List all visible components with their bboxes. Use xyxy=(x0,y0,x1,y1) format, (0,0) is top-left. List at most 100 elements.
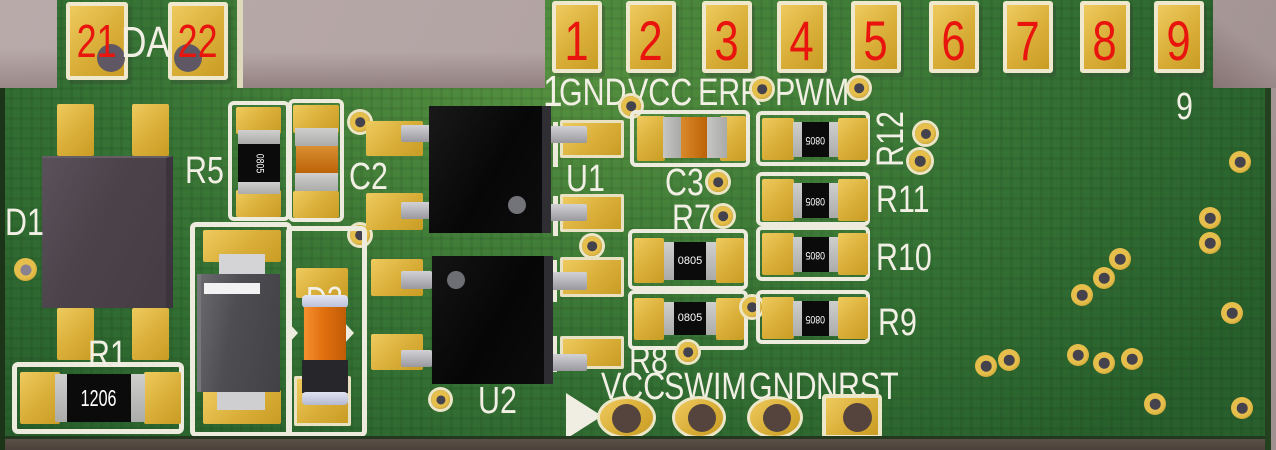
c2-pad xyxy=(293,191,339,218)
edge-pad-7-number: 7 xyxy=(1015,9,1041,72)
u2-pin xyxy=(548,354,587,371)
edge-pad-2: 2 xyxy=(626,1,676,73)
via xyxy=(1093,352,1115,374)
r10-cap xyxy=(793,237,802,272)
u1-pin xyxy=(548,126,587,143)
edge-pad-3-number: 3 xyxy=(714,9,740,72)
row-marker-9: 9 xyxy=(1176,86,1193,128)
c3-outline xyxy=(630,110,750,167)
r9-marking: 0805 xyxy=(805,313,826,325)
component-U1-body xyxy=(429,106,551,233)
via xyxy=(1093,267,1115,289)
edge-pad-9: 9 xyxy=(1154,1,1204,73)
r12-pad xyxy=(762,118,794,160)
u1-pad xyxy=(560,194,624,232)
r1-cap xyxy=(55,374,69,422)
board-left-edge xyxy=(0,88,5,450)
component-R11-body: 0805 xyxy=(802,183,829,218)
via xyxy=(1229,151,1251,173)
d2-ring xyxy=(302,392,348,405)
edge-pad-4: 4 xyxy=(777,1,827,73)
via xyxy=(915,123,936,144)
r10-pad xyxy=(762,233,794,275)
label-R5: R5 xyxy=(185,150,224,192)
edge-pad-5: 5 xyxy=(851,1,901,73)
via xyxy=(678,342,698,362)
board-bottom-edge xyxy=(0,436,1271,450)
via xyxy=(1221,302,1243,324)
u1-pin xyxy=(401,125,432,142)
row-marker-1: 1 xyxy=(543,67,563,116)
c3-cap xyxy=(707,117,727,158)
d2-cathode-band xyxy=(302,360,348,393)
header-hole-gnd xyxy=(763,404,791,432)
edge-pad-7: 7 xyxy=(1003,1,1053,73)
tab-pad-22-number: 22 xyxy=(178,15,218,67)
r7-pad xyxy=(716,238,744,283)
r12-cap xyxy=(793,122,802,157)
signal-pwm: PWM xyxy=(775,72,850,114)
label-U2: U2 xyxy=(478,380,517,422)
r1-cap xyxy=(129,374,145,422)
r8-cap xyxy=(664,302,674,335)
via xyxy=(975,355,997,377)
via xyxy=(1067,344,1089,366)
via xyxy=(582,236,602,256)
via xyxy=(1199,232,1221,254)
r5-marking: 0805 xyxy=(253,153,266,173)
via xyxy=(350,112,370,132)
via xyxy=(849,78,869,98)
component-D2-body xyxy=(304,307,346,361)
r7-pad xyxy=(634,238,664,283)
c3-cap xyxy=(663,117,681,158)
label-R10: R10 xyxy=(876,237,932,279)
background-shadow xyxy=(243,52,545,88)
tab-label: DA xyxy=(121,18,170,67)
r8-pad xyxy=(634,298,664,340)
r9-outline xyxy=(756,290,870,344)
label-U1: U1 xyxy=(566,158,605,200)
via xyxy=(708,172,728,192)
via xyxy=(14,258,37,281)
r8-cap xyxy=(706,302,716,335)
r11-outline xyxy=(756,172,870,226)
header-pad-nrst xyxy=(822,394,882,439)
u1-pin xyxy=(401,202,432,219)
header-hole-nrst xyxy=(843,403,872,432)
tab-side-face xyxy=(237,0,243,88)
via xyxy=(431,390,450,409)
r1-outline xyxy=(12,362,184,434)
label-R12: R12 xyxy=(869,111,912,167)
label-D1: D1 xyxy=(5,202,44,244)
r11-marking: 0805 xyxy=(805,195,826,207)
label-C2: C2 xyxy=(349,156,388,198)
r7-cap xyxy=(664,242,674,280)
component-C3-body xyxy=(681,117,707,158)
signal-err: ERR xyxy=(698,72,763,114)
u2-pin xyxy=(401,271,432,289)
r9-pad xyxy=(838,297,868,339)
r11-pad xyxy=(838,179,868,221)
r9-cap xyxy=(793,301,802,336)
d1-pad xyxy=(57,104,94,156)
via xyxy=(1199,207,1221,229)
component-R5-body: 0805 xyxy=(238,144,280,182)
d2-pad xyxy=(296,268,348,298)
r11-pad xyxy=(762,179,794,221)
via xyxy=(1071,284,1093,306)
r1-pad xyxy=(20,372,60,424)
r11-cap xyxy=(829,183,838,218)
component-R1-body: 1206 xyxy=(67,374,131,422)
u2-pin xyxy=(401,350,432,367)
u2-pin xyxy=(548,272,587,290)
edge-pad-3: 3 xyxy=(702,1,752,73)
background-shadow xyxy=(0,48,57,88)
r7-marking: 0805 xyxy=(677,254,703,267)
label-C3: C3 xyxy=(665,162,704,204)
via xyxy=(713,206,733,226)
pin1-arrow xyxy=(566,393,602,439)
tab-hole-21 xyxy=(97,44,125,72)
label-R9: R9 xyxy=(878,302,917,344)
via xyxy=(909,150,931,172)
